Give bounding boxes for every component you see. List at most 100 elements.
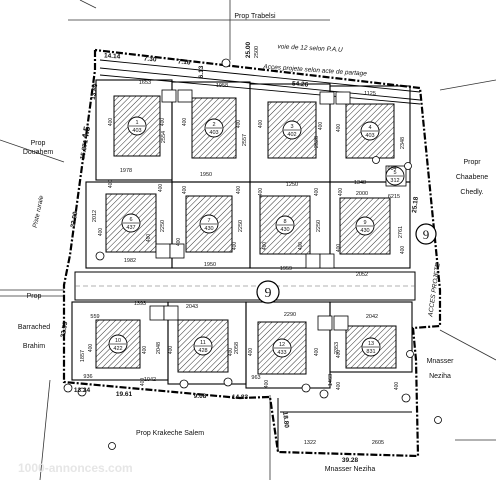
lot-frames <box>71 79 413 389</box>
lot-area: 430 <box>280 227 289 233</box>
neighbor-west-bottom-1: Prop <box>27 293 42 300</box>
dimension-setback: 400 <box>318 122 324 131</box>
lot-number: 13 <box>368 341 374 347</box>
dimension-row2: 2012 <box>92 210 98 222</box>
dimension-setback: 400 <box>258 120 264 129</box>
dimension-setback: 400 <box>400 246 406 255</box>
dimension-top: 7.30 <box>144 56 157 64</box>
dimension-row3: 2290 <box>284 312 296 318</box>
dimension-setback: 400 <box>142 346 148 355</box>
road-number-right: 9 <box>415 223 437 245</box>
lot-area: 430 <box>204 226 213 232</box>
lot-area: 428 <box>198 348 207 354</box>
dimension-setback: 400 <box>248 348 254 357</box>
dimension-setback: 400 <box>176 238 182 247</box>
lot-labels: 1403240334024403531264377430843094301042… <box>108 116 405 358</box>
service-boxes <box>149 89 407 331</box>
dimension-setback: 400 <box>140 378 146 387</box>
dimension-setback: 400 <box>394 382 400 391</box>
dimension-top: 7.16 <box>178 59 191 67</box>
dimension-row3: 559 <box>90 314 99 320</box>
lot-area: 437 <box>126 225 135 231</box>
dimension-row3: 963 <box>251 375 260 381</box>
dimension-row3: 2042 <box>366 314 378 320</box>
neighbor-east-bottom-1: Mnasser <box>427 358 455 365</box>
dimension-row1: 1950 <box>200 172 212 178</box>
road-note-left: Piste rurale <box>32 195 46 229</box>
road-number-circle <box>256 280 280 304</box>
dimension-left: 22.59 <box>60 321 70 339</box>
dimension-setback: 400 <box>108 118 114 127</box>
dimension-right: 25.18 <box>411 196 420 213</box>
dimension-top: 6.13 <box>198 65 205 78</box>
dimension-row2: 2052 <box>356 272 368 278</box>
dimension-setback: 400 <box>146 234 152 243</box>
road-number-circle <box>415 223 437 245</box>
dimension-row2: 1982 <box>124 258 136 264</box>
trees <box>63 58 442 450</box>
dimension-bottom: 18.80 <box>281 411 290 428</box>
road-number-middle-text: 9 <box>265 286 272 301</box>
road-number-right-text: 9 <box>423 227 430 242</box>
dimension-setback: 400 <box>160 118 166 127</box>
dimension-setback: 400 <box>182 118 188 127</box>
dimension-setback: 400 <box>182 186 188 195</box>
dimension-row3: 1322 <box>304 440 316 446</box>
lot-number: 3 <box>290 124 293 130</box>
lot-area: 430 <box>360 228 369 234</box>
dimension-row1: 604 <box>387 166 396 172</box>
neighbor-east-1: Propr <box>463 159 481 166</box>
dimension-row2: 2250 <box>316 220 322 232</box>
lot-number: 1 <box>135 120 138 126</box>
dimension-row1: 2557 <box>242 134 248 146</box>
dimension-setback: 400 <box>168 346 174 355</box>
lot-area: 831 <box>366 349 375 355</box>
dimension-row1: 2500 <box>254 46 260 58</box>
dimension-bottom: 39.28 <box>342 457 359 464</box>
dimension-setback: 400 <box>314 188 320 197</box>
dimension-left: 4.5 <box>80 125 92 139</box>
dimension-setback: 400 <box>236 120 242 129</box>
dimension-row3: 2605 <box>372 440 384 446</box>
lot-area: 403 <box>365 133 374 139</box>
dimension-row1: 1348 <box>354 180 366 186</box>
dimension-row3: 2058 <box>234 342 240 354</box>
dimension-setback: 400 <box>88 344 94 353</box>
neighbor-east-bottom-2: Neziha <box>429 373 451 380</box>
lot-area: 403 <box>132 128 141 134</box>
dimension-setback: 400 <box>258 188 264 197</box>
dimension-bottom: 13.24 <box>74 387 91 394</box>
dimension-row1: 2528 <box>314 136 320 148</box>
dimension-row1: 1958 <box>216 83 228 89</box>
lot-number: 4 <box>368 125 371 131</box>
lot-area: 422 <box>113 346 122 352</box>
middle-road <box>74 271 416 301</box>
dimension-setback: 400 <box>314 348 320 357</box>
neighbor-west-top-2: Douahem <box>23 149 54 156</box>
road-number-middle: 9 <box>256 280 280 304</box>
dimension-setback: 400 <box>336 382 342 391</box>
dimension-row1: 1978 <box>120 168 132 174</box>
dimension-row3: 1393 <box>134 301 146 307</box>
lot-number: 10 <box>115 338 121 344</box>
south-extension <box>277 398 412 452</box>
neighbor-north: Prop Trabelsi <box>234 13 276 20</box>
neighbor-west-bottom-3: Brahim <box>23 343 45 350</box>
dimension-setback: 400 <box>228 348 234 357</box>
lot-number: 12 <box>279 342 285 348</box>
dimension-row3: 2043 <box>186 304 198 310</box>
dimension-row1: 2000 <box>356 191 368 197</box>
dimension-setback: 400 <box>336 244 342 253</box>
dimension-setback: 400 <box>298 242 304 251</box>
dimension-row1: 2348 <box>400 137 406 149</box>
